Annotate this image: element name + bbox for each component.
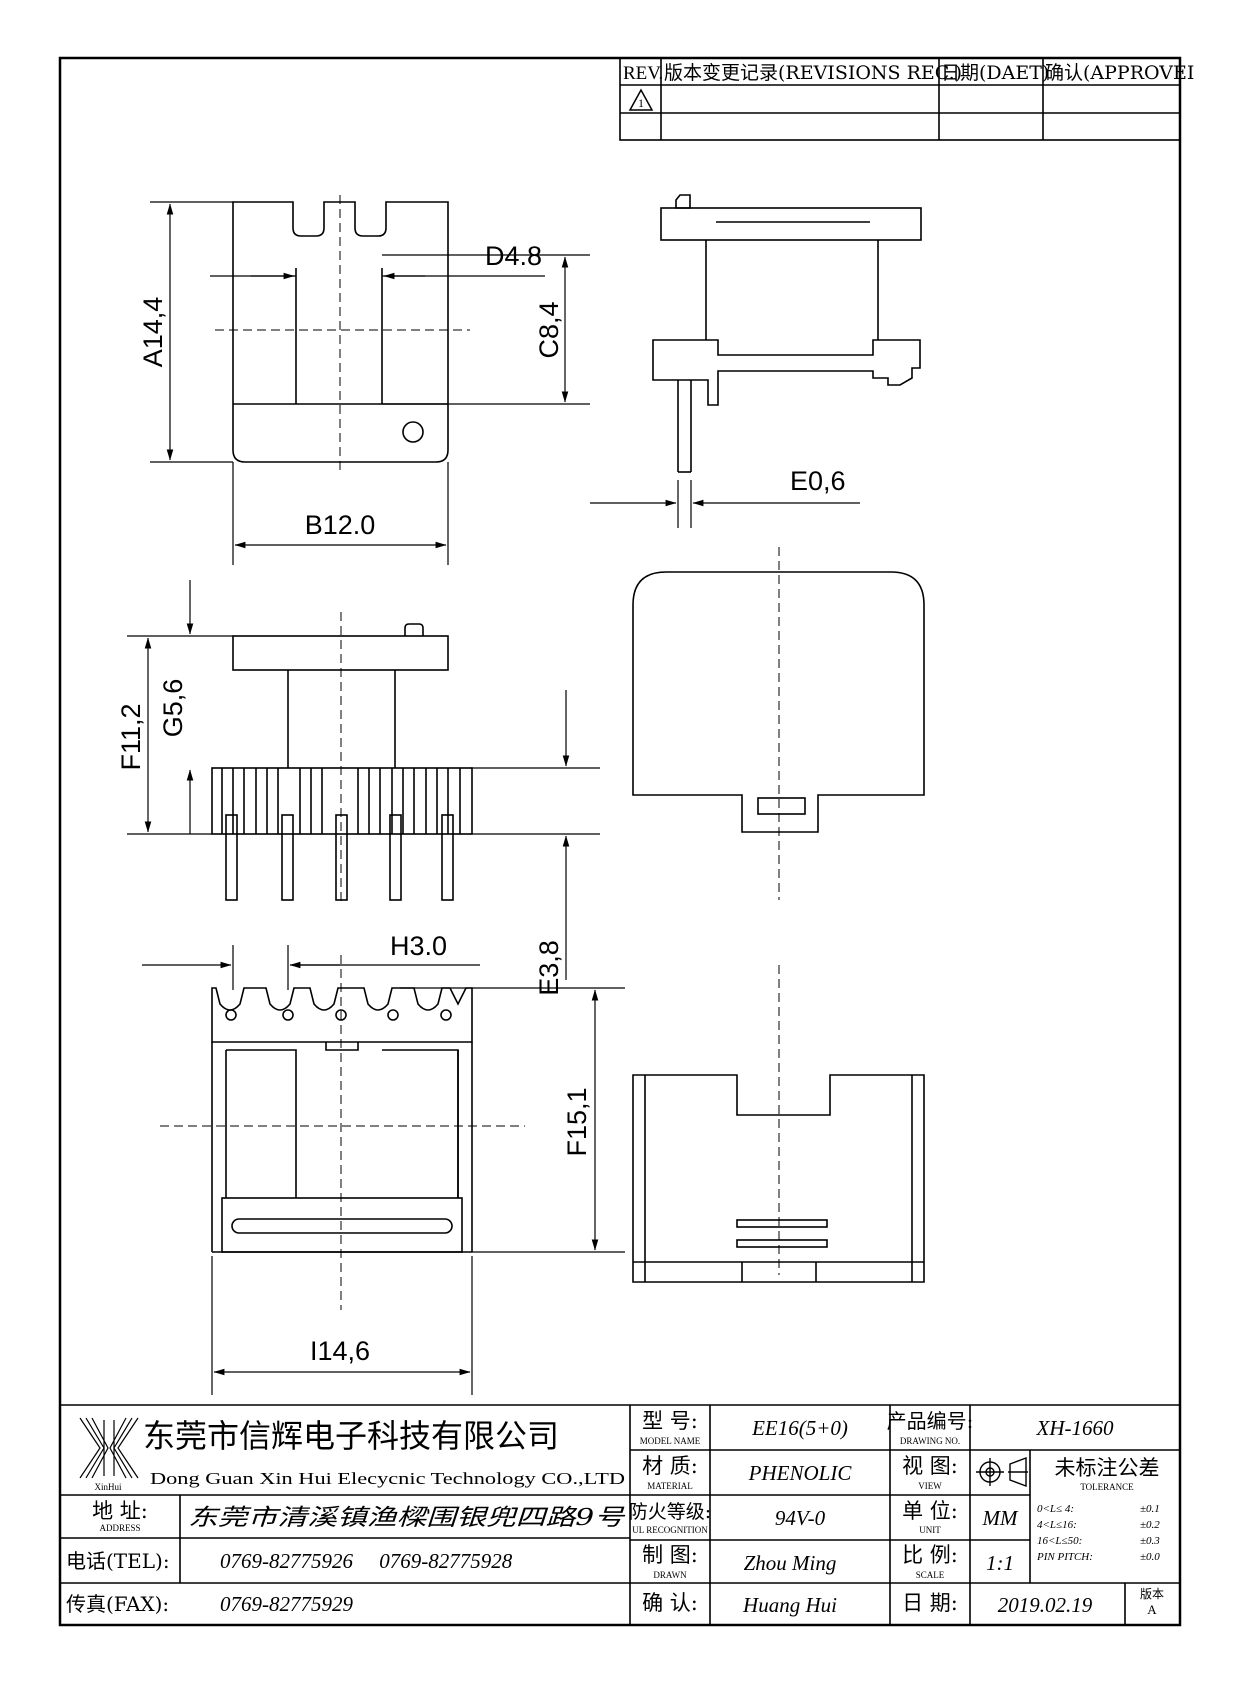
title-block-grid [60, 1404, 1180, 1625]
tel-label: 电话(TEL): [66, 1549, 170, 1573]
drawn-value: Zhou Ming [744, 1551, 837, 1575]
fax-value: 0769-82775929 [220, 1592, 353, 1616]
tolerance-value-4: ±0.0 [1140, 1551, 1160, 1563]
tolerance-value-1: ±0.1 [1140, 1503, 1160, 1515]
address-label-en: ADDRESS [99, 1523, 140, 1533]
drawing-no-value: XH-1660 [1036, 1416, 1114, 1440]
unit-value: MM [982, 1506, 1019, 1530]
tolerance-value-3: ±0.3 [1140, 1535, 1160, 1547]
top-view-centerlines [215, 195, 470, 475]
version-value: A [1147, 1602, 1157, 1617]
fax-label: 传真(FAX): [66, 1592, 169, 1616]
dim-f2: F15,1 [562, 1087, 592, 1156]
scale-label: 比 例: [902, 1543, 958, 1567]
dim-g: G5,6 [158, 679, 188, 738]
revisions-header: 版本变更记录(REVISIONS REC.) [664, 62, 962, 84]
front-view [211, 623, 473, 901]
dim-a: A14,4 [138, 297, 168, 368]
unit-label: 单 位: [902, 1499, 958, 1523]
tolerance-label-en: TOLERANCE [1080, 1482, 1134, 1492]
tolerance-label: 未标注公差 [1055, 1456, 1160, 1480]
sheet-border [58, 56, 1182, 1627]
dim-d: D4.8 [485, 241, 542, 271]
material-label-en: MATERIAL [647, 1481, 693, 1491]
view-label-en: VIEW [918, 1481, 942, 1491]
top-view-dimensions [150, 201, 590, 565]
model-value: EE16(5+0) [751, 1416, 848, 1440]
approve-header: 确认(APPROVEI [1045, 62, 1194, 84]
dim-e-pin-length: E3,8 [534, 940, 564, 996]
dim-h: H3.0 [390, 931, 447, 961]
drawn-label-en: DRAWN [653, 1570, 687, 1580]
dim-f: F11,2 [116, 703, 146, 770]
outline-view [632, 571, 925, 833]
dim-e-pin: E0,6 [790, 466, 846, 496]
check-label: 确 认: [642, 1591, 698, 1615]
model-label: 型 号: [642, 1409, 698, 1433]
side-view [652, 194, 922, 473]
front-view-dimensions [127, 580, 600, 980]
drawing-no-label: 产品编号: [887, 1409, 974, 1433]
date-value: 2019.02.19 [998, 1593, 1093, 1617]
xinhui-logo [79, 1417, 139, 1479]
company-name-en: Dong Guan Xin Hui Elecycnic Technology C… [150, 1469, 625, 1488]
drawing-no-label-en: DRAWING NO. [900, 1436, 960, 1446]
tel-value: 0769-82775926 0769-82775928 [220, 1549, 513, 1573]
date-label: 日 期: [902, 1591, 958, 1615]
company-name-cn: 东莞市信辉电子科技有限公司 [143, 1417, 559, 1455]
side-view-dimensions [590, 480, 860, 528]
bottom-view-centerlines [160, 955, 525, 1310]
check-value: Huang Hui [742, 1593, 837, 1617]
bottom-view-dimensions [142, 945, 625, 1395]
view-label: 视 图: [902, 1454, 958, 1478]
version-label: 版本 [1140, 1587, 1164, 1601]
revision-table [619, 57, 1181, 141]
scale-value: 1:1 [986, 1551, 1014, 1575]
dim-b: B12.0 [305, 510, 376, 540]
drawn-label: 制 图: [642, 1543, 698, 1567]
unit-label-en: UNIT [919, 1525, 941, 1535]
svg-text:1: 1 [638, 96, 644, 110]
rev-header: REV. [623, 63, 663, 84]
date-header: 日期(DAET) [941, 62, 1049, 84]
tolerance-range-3: 16<L≤50: [1037, 1535, 1082, 1547]
ul-label-en: UL RECOGNITION [632, 1525, 708, 1535]
ul-value: 94V-0 [775, 1506, 826, 1530]
tolerance-range-4: PIN PITCH: [1036, 1551, 1093, 1563]
model-label-en: MODEL NAME [640, 1436, 701, 1446]
address-label: 地 址: [92, 1499, 148, 1523]
material-value: PHENOLIC [748, 1461, 853, 1485]
dim-i: I14,6 [310, 1336, 370, 1366]
projection-symbol-icon [976, 1456, 1028, 1488]
ul-label: 防火等级: [629, 1501, 711, 1523]
material-label: 材 质: [642, 1454, 698, 1478]
address-value: 东莞市清溪镇渔樑围银兜四路9号 [188, 1505, 625, 1531]
tolerance-range-2: 4<L≤16: [1037, 1519, 1077, 1531]
bottom-view [211, 987, 473, 1253]
tolerance-range-1: 0<L≤ 4: [1037, 1503, 1074, 1515]
bottom-right-view [632, 1074, 925, 1283]
dim-c: C8,4 [534, 301, 564, 358]
tolerance-value-2: ±0.2 [1140, 1519, 1160, 1531]
logo-text: XinHui [95, 1482, 122, 1492]
scale-label-en: SCALE [916, 1570, 945, 1580]
revision-triangle-icon: 1 [628, 88, 654, 111]
